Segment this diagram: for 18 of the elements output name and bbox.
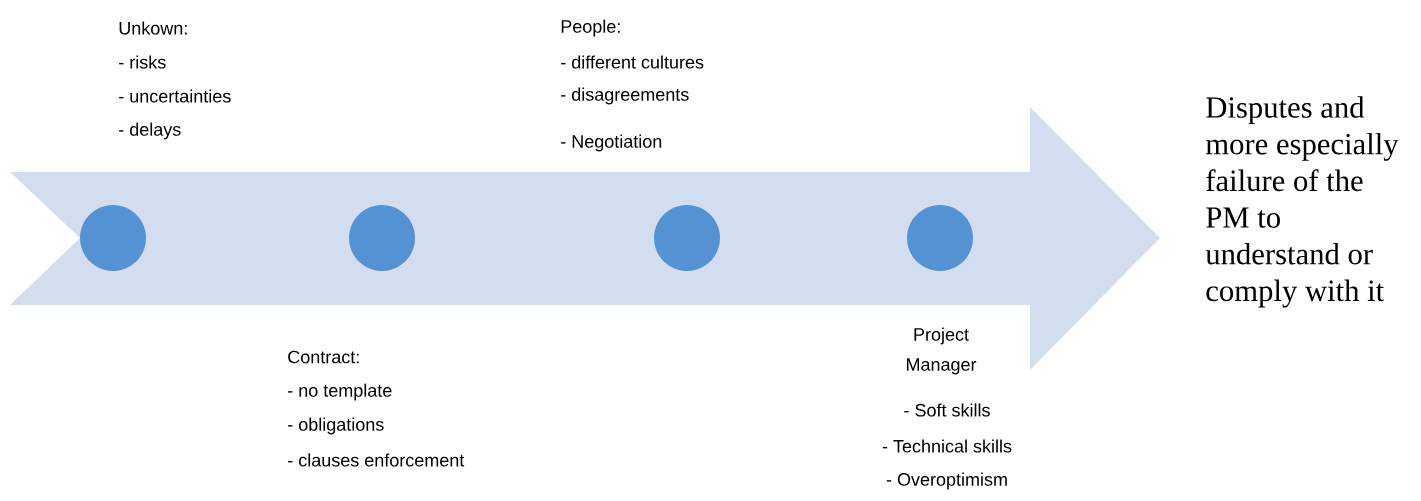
label-text: - disagreements — [561, 87, 689, 105]
label-text: - uncertainties — [119, 89, 231, 103]
label-text: - no template — [288, 383, 392, 401]
label-text: - Overoptimism — [886, 472, 1007, 490]
label-text: Contract: — [288, 350, 359, 364]
label-text: - clauses enforcement — [288, 453, 465, 467]
label-text: - risks — [119, 55, 166, 69]
label-text: - different cultures — [561, 55, 704, 69]
milestone-circle — [80, 205, 146, 271]
milestone-circle — [907, 205, 973, 271]
label-text: Disputes and more especially failure of the PM to understand or comply with it — [1205, 96, 1399, 308]
label-text: People: — [561, 19, 620, 37]
milestone-circle — [654, 205, 720, 271]
label-text: - Technical skills — [882, 439, 1012, 453]
label-text: Unkown: — [119, 21, 187, 35]
milestone-circle — [349, 205, 415, 271]
label-text: - Soft skills — [904, 403, 990, 417]
label-text: - obligations — [288, 417, 384, 435]
